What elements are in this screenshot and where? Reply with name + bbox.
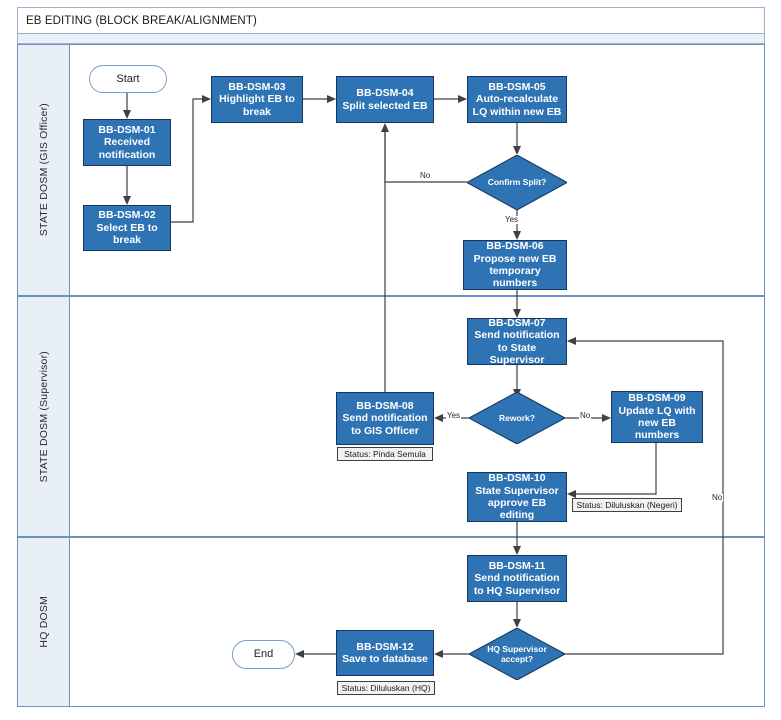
pool-title: EB EDITING (BLOCK BREAK/ALIGNMENT): [17, 7, 765, 34]
node-bb-dsm-05[interactable]: BB-DSM-05 Auto-recalculate LQ within new…: [467, 76, 567, 123]
node-bb-dsm-08-line2: to GIS Officer: [351, 424, 419, 437]
decision-rework-shape: [469, 392, 565, 444]
lane-hq-dosm-header: HQ DOSM: [18, 538, 70, 706]
node-bb-dsm-07[interactable]: BB-DSM-07 Send notification to State Sup…: [467, 316, 567, 366]
node-bb-dsm-05-line1: Auto-recalculate: [475, 93, 559, 106]
node-bb-dsm-12[interactable]: BB-DSM-12 Save to database: [336, 630, 434, 676]
end-terminator[interactable]: End: [232, 640, 295, 669]
start-terminator[interactable]: Start: [89, 65, 167, 93]
node-bb-dsm-11-code: BB-DSM-11: [488, 559, 546, 572]
node-bb-dsm-01[interactable]: BB-DSM-01 Received notification: [83, 119, 171, 166]
node-bb-dsm-02-line1: Select EB to break: [96, 221, 158, 247]
node-bb-dsm-10-line2: approve EB editing: [487, 497, 547, 522]
decision-hq-supervisor-accept[interactable]: HQ Supervisor accept?: [469, 628, 565, 680]
lane-gis-officer-header: STATE DOSM (GIS Officer): [18, 45, 70, 295]
node-bb-dsm-12-code: BB-DSM-12: [356, 640, 414, 653]
node-bb-dsm-08-code: BB-DSM-08: [356, 399, 414, 412]
status-badge-diluluskan-hq: Status: Diluluskan (HQ): [337, 681, 435, 695]
edge-label-confirm-yes: Yes: [504, 215, 520, 224]
decision-hq-supervisor-accept-shape: [469, 628, 565, 680]
node-bb-dsm-04-code: BB-DSM-04: [356, 87, 414, 100]
node-bb-dsm-09-code: BB-DSM-09: [628, 392, 686, 405]
decision-rework[interactable]: Rework?: [469, 392, 565, 444]
node-bb-dsm-09-line2: new EB numbers: [634, 417, 680, 442]
node-bb-dsm-03-line1: Highlight EB to: [219, 93, 295, 106]
lane-state-supervisor-label: STATE DOSM (Supervisor): [37, 350, 50, 483]
node-bb-dsm-11-line1: Send notification: [474, 572, 560, 585]
lane-state-supervisor-header: STATE DOSM (Supervisor): [18, 297, 70, 536]
node-bb-dsm-08-line1: Send notification: [342, 412, 428, 425]
node-bb-dsm-02-code: BB-DSM-02: [98, 209, 156, 222]
pool-subheader-bar: [17, 33, 765, 44]
node-bb-dsm-07-line2: to State Supervisor: [489, 341, 545, 366]
node-bb-dsm-05-line2: LQ within new EB: [472, 105, 562, 118]
node-bb-dsm-04-line1: Split selected EB: [342, 99, 428, 112]
node-bb-dsm-01-line2: notification: [98, 148, 156, 161]
status-badge-diluluskan-negeri: Status: Diluluskan (Negeri): [572, 498, 682, 512]
node-bb-dsm-08[interactable]: BB-DSM-08 Send notification to GIS Offic…: [336, 392, 434, 445]
node-bb-dsm-02[interactable]: BB-DSM-02 Select EB to break: [83, 205, 171, 251]
node-bb-dsm-01-code: BB-DSM-01: [98, 123, 156, 136]
node-bb-dsm-06-line2: temporary numbers: [489, 265, 541, 290]
edge-label-rework-yes: Yes: [446, 411, 462, 420]
node-bb-dsm-05-code: BB-DSM-05: [488, 80, 546, 93]
node-bb-dsm-01-line1: Received: [103, 136, 151, 149]
decision-confirm-split[interactable]: Confirm Split?: [467, 155, 567, 210]
node-bb-dsm-10[interactable]: BB-DSM-10 State Supervisor approve EB ed…: [467, 472, 567, 522]
status-badge-pinda-semula: Status: Pinda Semula: [337, 447, 433, 461]
lane-hq-dosm-label: HQ DOSM: [37, 596, 50, 648]
edge-label-rework-no: No: [579, 411, 592, 420]
node-bb-dsm-07-code: BB-DSM-07: [488, 316, 546, 329]
edge-label-hq-no: No: [711, 493, 724, 502]
node-bb-dsm-09-line1: Update LQ with: [618, 404, 696, 417]
node-bb-dsm-11[interactable]: BB-DSM-11 Send notification to HQ Superv…: [467, 555, 567, 602]
edge-label-confirm-no: No: [419, 171, 432, 180]
node-bb-dsm-06[interactable]: BB-DSM-06 Propose new EB temporary numbe…: [463, 240, 567, 290]
decision-confirm-split-shape: [467, 155, 567, 210]
node-bb-dsm-09[interactable]: BB-DSM-09 Update LQ with new EB numbers: [611, 391, 703, 443]
node-bb-dsm-07-line1: Send notification: [474, 329, 560, 342]
node-bb-dsm-06-line1: Propose new EB: [473, 252, 557, 265]
node-bb-dsm-03[interactable]: BB-DSM-03 Highlight EB to break: [211, 76, 303, 123]
node-bb-dsm-04[interactable]: BB-DSM-04 Split selected EB: [336, 76, 434, 123]
node-bb-dsm-03-line2: break: [242, 105, 272, 118]
end-label: End: [253, 648, 274, 661]
start-label: Start: [116, 72, 140, 85]
lane-gis-officer-label: STATE DOSM (GIS Officer): [37, 103, 50, 237]
node-bb-dsm-03-code: BB-DSM-03: [228, 80, 286, 93]
node-bb-dsm-06-code: BB-DSM-06: [486, 240, 544, 253]
node-bb-dsm-10-line1: State Supervisor: [475, 484, 559, 497]
node-bb-dsm-11-line2: to HQ Supervisor: [473, 584, 561, 597]
node-bb-dsm-12-line1: Save to database: [342, 653, 428, 665]
node-bb-dsm-10-code: BB-DSM-10: [488, 472, 546, 485]
